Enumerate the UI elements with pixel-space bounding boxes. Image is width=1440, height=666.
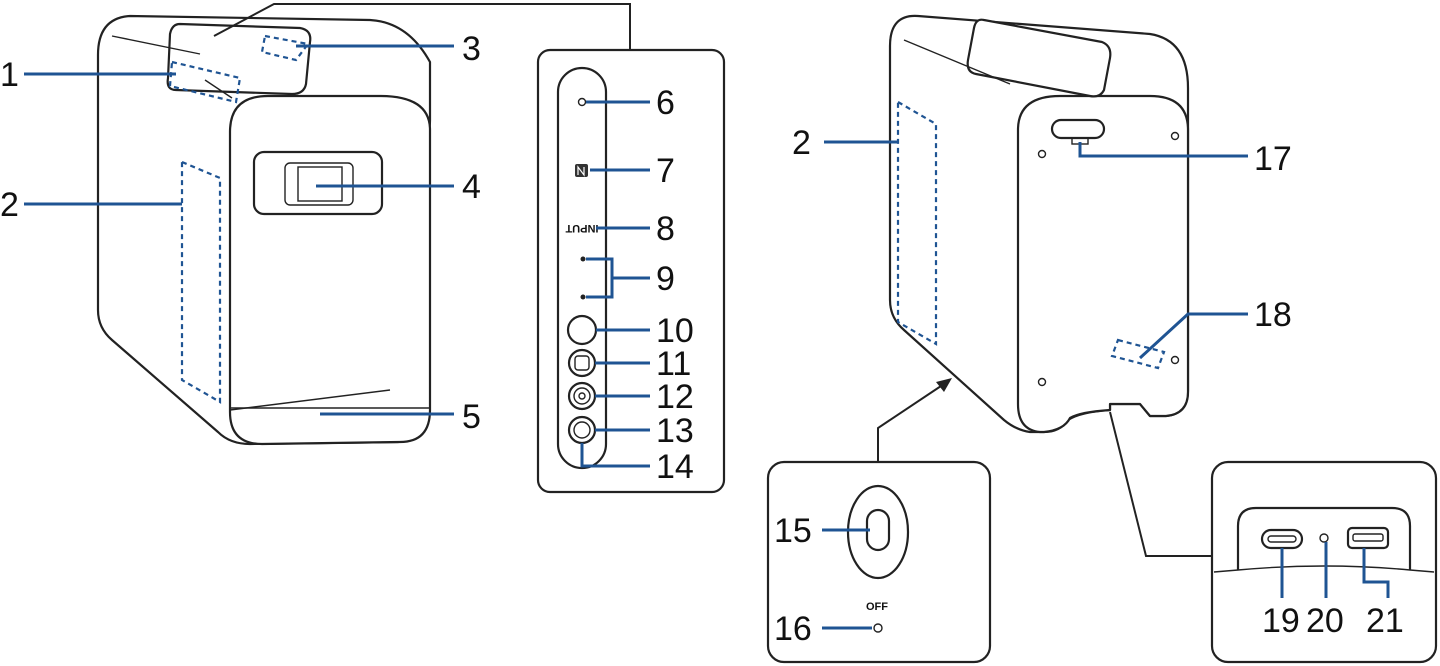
- square-button[interactable]: [574, 355, 590, 371]
- callout-8: 8: [656, 210, 675, 248]
- callout-2: 2: [0, 186, 19, 224]
- button-dot-lower: [580, 294, 586, 300]
- power-switch[interactable]: [865, 508, 891, 552]
- callout-5: 5: [462, 398, 481, 436]
- region-3: [260, 34, 310, 62]
- hdmi-port[interactable]: [1346, 526, 1390, 550]
- front-view-unit: 1 2 3 4 5: [0, 14, 481, 446]
- nfc-icon: [575, 164, 588, 177]
- rear-face: [1016, 94, 1190, 434]
- panel-connector: [213, 3, 631, 50]
- lens-inner: [284, 162, 354, 206]
- ports-connector: [1109, 411, 1212, 557]
- off-indicator: [873, 623, 883, 633]
- connector-arrow: [936, 378, 952, 392]
- callout-11: 11: [656, 345, 691, 383]
- control-panel-callout: INPUT 6 7 8 9 10 11 12 13 14: [536, 48, 726, 494]
- bottom-jack: [567, 415, 597, 445]
- callout-6: 6: [656, 84, 675, 122]
- button-dot-upper: [580, 256, 586, 262]
- callout-7: 7: [656, 152, 675, 190]
- callout-15: 15: [774, 512, 812, 550]
- callout-17: 17: [1254, 140, 1292, 178]
- rear-view-unit: 2 17 18: [792, 14, 1292, 434]
- callout-12: 12: [656, 378, 694, 416]
- lens-window: [252, 150, 384, 216]
- port-indicator: [1319, 533, 1329, 543]
- callout-9: 9: [656, 260, 675, 298]
- region-1: [168, 60, 242, 104]
- off-label: OFF: [866, 601, 888, 613]
- callout-16: 16: [774, 610, 812, 648]
- switch-connector: [877, 383, 945, 462]
- front-face: [228, 94, 432, 446]
- switch-callout: OFF 15 16: [766, 460, 992, 664]
- top-handle-slot: [166, 22, 312, 96]
- power-button[interactable]: [566, 314, 598, 346]
- callout-18: 18: [1254, 296, 1292, 334]
- ports-callout: 19 20 21: [1210, 460, 1438, 664]
- callout-13: 13: [656, 412, 694, 450]
- callout-2-rear: 2: [792, 124, 811, 162]
- callout-19: 19: [1262, 602, 1300, 640]
- callout-20: 20: [1306, 602, 1344, 640]
- lens-glass: [297, 166, 343, 202]
- indicator-led: [577, 97, 587, 107]
- rear-handle: [1050, 118, 1106, 140]
- input-label: INPUT: [565, 222, 598, 234]
- rear-top-slot: [966, 18, 1112, 98]
- callout-21: 21: [1366, 602, 1404, 640]
- region-18: [1110, 338, 1166, 370]
- square-button-ring: [567, 348, 597, 378]
- callout-1: 1: [0, 56, 19, 94]
- dc-jack-ring: [567, 381, 597, 411]
- callout-4: 4: [462, 168, 481, 206]
- region-2-front: [180, 160, 222, 404]
- callout-10: 10: [656, 312, 694, 350]
- callout-14: 14: [656, 448, 694, 486]
- callout-3: 3: [462, 30, 481, 68]
- region-2-rear: [896, 100, 938, 346]
